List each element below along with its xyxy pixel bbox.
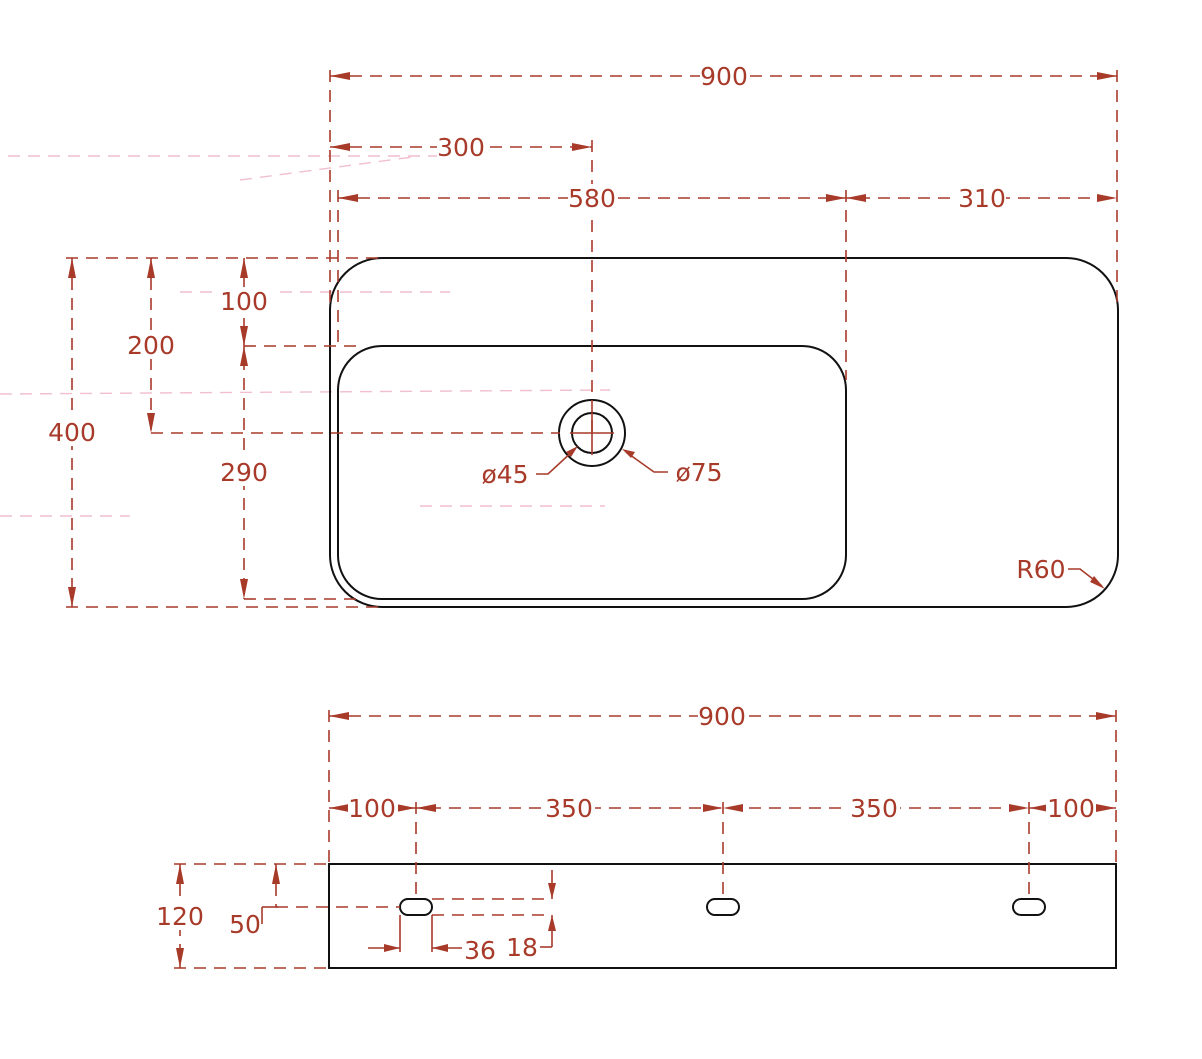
dim-290-label: 290 bbox=[220, 458, 268, 487]
dim-50-label: 50 bbox=[229, 910, 261, 939]
dim-310-label: 310 bbox=[958, 184, 1006, 213]
dim-basin-deck-widths: 580 310 bbox=[337, 184, 1117, 380]
dim-18-label: 18 bbox=[506, 933, 538, 962]
slot-right bbox=[1012, 898, 1046, 916]
dim-300-label: 300 bbox=[437, 133, 485, 162]
dim-350-second-label: 350 bbox=[850, 794, 898, 823]
dim-overall-width-side: 900 bbox=[328, 702, 1117, 864]
dim-drain-diameters: ø45 ø75 bbox=[481, 446, 723, 489]
slot-left bbox=[399, 898, 433, 916]
slot-middle bbox=[706, 898, 740, 916]
dim-100-right-label: 100 bbox=[1047, 794, 1095, 823]
dim-basin-top-and-depth: 100 290 bbox=[216, 258, 360, 600]
dim-diameter-45-label: ø45 bbox=[481, 460, 528, 489]
dim-580-label: 580 bbox=[568, 184, 616, 213]
dim-corner-radius: R60 bbox=[1016, 555, 1105, 589]
slab-outline bbox=[329, 257, 1119, 608]
dim-r60-label: R60 bbox=[1016, 555, 1065, 584]
dim-900-side-label: 900 bbox=[698, 702, 746, 731]
dim-36-label: 36 bbox=[464, 936, 496, 965]
dim-120-label: 120 bbox=[156, 902, 204, 931]
dim-400-label: 400 bbox=[48, 418, 96, 447]
dim-side-height: 120 bbox=[154, 863, 329, 969]
dim-slot-width: 36 bbox=[368, 915, 496, 965]
dim-overall-width-top: 900 bbox=[329, 62, 1118, 310]
dim-100-label: 100 bbox=[220, 287, 268, 316]
top-view: 900 300 580 310 bbox=[46, 62, 1119, 608]
side-view: 900 100 350 350 100 bbox=[154, 702, 1117, 969]
dim-slot-spacing: 100 350 350 100 bbox=[329, 794, 1116, 899]
dim-overall-depth: 400 bbox=[46, 257, 380, 608]
dim-drain-from-top: 200 bbox=[124, 258, 560, 434]
dim-100-left-label: 100 bbox=[348, 794, 396, 823]
dim-drain-offset: 300 bbox=[330, 133, 593, 433]
dim-900-top-label: 900 bbox=[700, 62, 748, 91]
dim-350-first-label: 350 bbox=[545, 794, 593, 823]
dim-slot-height: 18 bbox=[432, 870, 556, 962]
dim-slot-position: 50 bbox=[229, 864, 400, 939]
dim-200-label: 200 bbox=[127, 331, 175, 360]
dim-diameter-75-label: ø75 bbox=[675, 458, 722, 487]
